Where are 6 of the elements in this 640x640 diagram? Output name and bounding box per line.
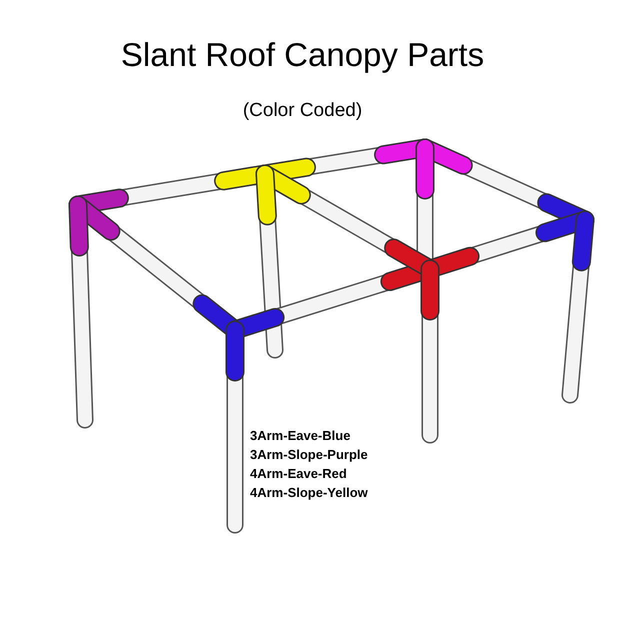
part-label: 4Arm-Eave-Red (250, 466, 347, 481)
part-label: 3Arm-Eave-Blue (250, 428, 350, 443)
part-label: 4Arm-Slope-Yellow (250, 485, 368, 500)
subtitle: (Color Coded) (242, 100, 364, 122)
diagram-title: Slant Roof Canopy Parts (120, 36, 486, 74)
part-label: 3Arm-Slope-Purple (250, 447, 368, 462)
